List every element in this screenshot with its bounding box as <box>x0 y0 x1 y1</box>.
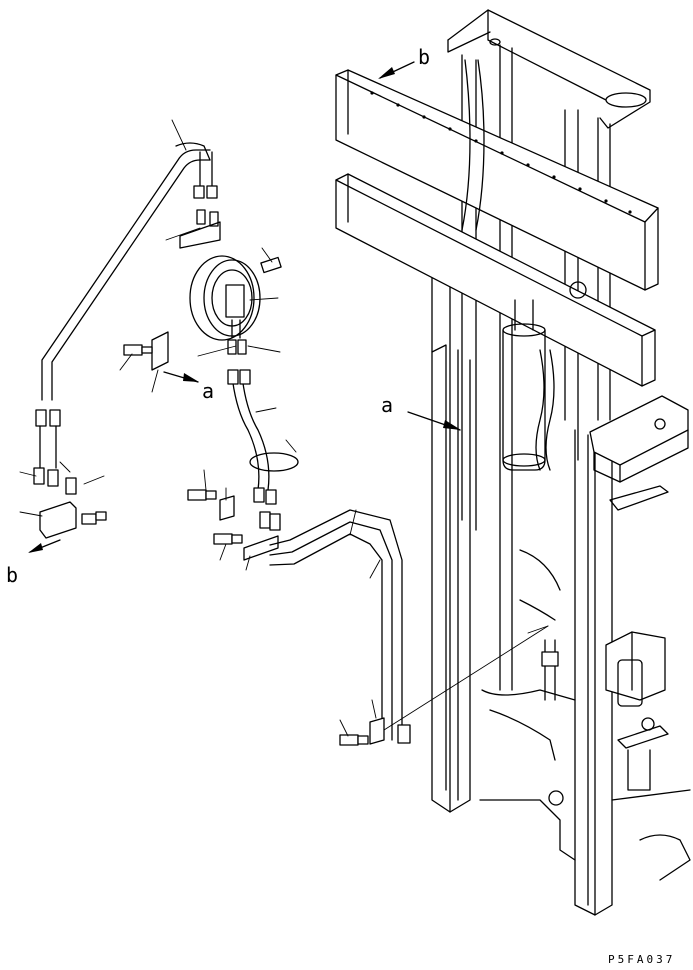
reel-bracket <box>123 256 282 371</box>
reference-label-a-bracket: a <box>202 379 214 403</box>
beam-bolt-heads <box>370 91 632 214</box>
clips-and-bolts <box>187 489 385 746</box>
middle-hose <box>227 369 299 505</box>
reference-label-b-top: b <box>418 45 430 69</box>
upper-fittings <box>179 209 221 249</box>
lower-left-fittings <box>33 409 107 539</box>
leader-lines <box>19 119 549 737</box>
reference-label-b-bottom: b <box>6 563 18 587</box>
lift-cylinder <box>502 281 587 471</box>
reference-label-a-mast: a <box>381 393 393 417</box>
lower-hose <box>243 509 411 744</box>
long-hose-left <box>41 142 218 401</box>
reference-arrows <box>28 61 461 553</box>
hose-reel <box>189 255 261 355</box>
mast-assembly <box>335 9 691 916</box>
fork-carriage <box>589 395 689 791</box>
drawing-code: P5FA037 <box>608 953 675 966</box>
